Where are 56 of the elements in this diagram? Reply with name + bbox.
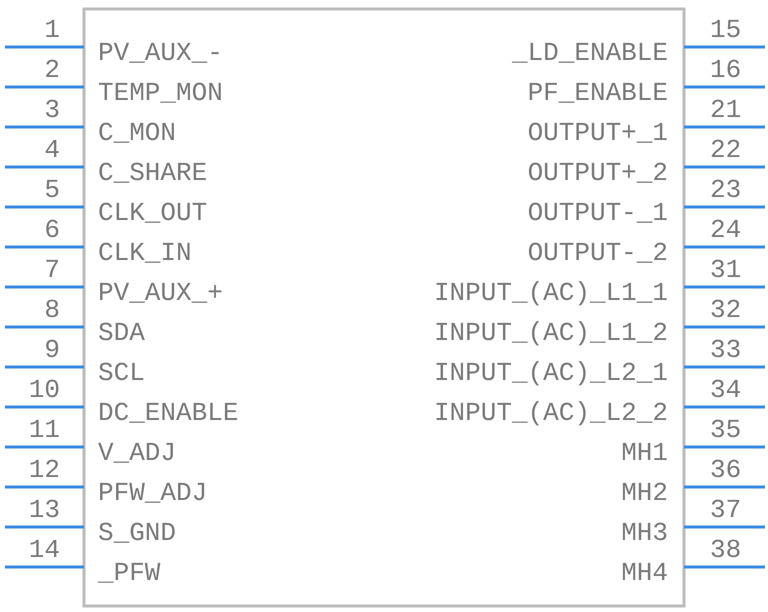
- pin-name: SDA: [98, 318, 145, 348]
- pin-number: 7: [44, 255, 60, 285]
- pin-number: 1: [44, 15, 60, 45]
- pin-name: DC_ENABLE: [98, 398, 238, 428]
- pin-number: 35: [710, 415, 742, 445]
- pin-name: OUTPUT-_1: [528, 198, 668, 228]
- pin-number: 4: [44, 135, 60, 165]
- pin-number: 31: [710, 255, 742, 285]
- pin-number: 14: [28, 535, 60, 565]
- pin-number: 5: [44, 175, 60, 205]
- pin-number: 13: [28, 495, 60, 525]
- pin-number: 9: [44, 335, 60, 365]
- pin-name: INPUT_(AC)_L1_2: [434, 318, 668, 348]
- pin-name: MH2: [621, 478, 668, 508]
- pin-number: 36: [710, 455, 742, 485]
- pin-number: 3: [44, 95, 60, 125]
- pin-name: SCL: [98, 358, 145, 388]
- pin-number: 8: [44, 295, 60, 325]
- pin-name: _PFW: [98, 558, 160, 588]
- pin-name: INPUT_(AC)_L2_2: [434, 398, 668, 428]
- pin-name: MH4: [621, 558, 668, 588]
- pin-number: 11: [28, 415, 60, 445]
- pin-number: 34: [710, 375, 742, 405]
- pin-number: 22: [710, 135, 742, 165]
- pin-name: PV_AUX_-: [98, 38, 223, 68]
- pin-name: MH1: [621, 438, 668, 468]
- pin-number: 2: [44, 55, 60, 85]
- pin-number: 15: [710, 15, 742, 45]
- pin-number: 10: [28, 375, 60, 405]
- pin-name: V_ADJ: [98, 438, 176, 468]
- pin-name: CLK_IN: [98, 238, 192, 268]
- pin-name: OUTPUT-_2: [528, 238, 668, 268]
- pin-name: PF_ENABLE: [528, 78, 668, 108]
- pin-number: 37: [710, 495, 742, 525]
- pin-number: 21: [710, 95, 742, 125]
- pin-name: INPUT_(AC)_L1_1: [434, 278, 668, 308]
- pin-name: PV_AUX_+: [98, 278, 223, 308]
- pin-name: PFW_ADJ: [98, 478, 208, 508]
- pin-number: 32: [710, 295, 742, 325]
- pin-number: 23: [710, 175, 742, 205]
- pin-number: 6: [44, 215, 60, 245]
- pin-number: 38: [710, 535, 742, 565]
- pin-name: S_GND: [98, 518, 176, 548]
- pin-number: 12: [28, 455, 60, 485]
- pin-number: 33: [710, 335, 742, 365]
- pin-name: OUTPUT+_2: [528, 158, 668, 188]
- pin-number: 24: [710, 215, 742, 245]
- pin-name: _LD_ENABLE: [512, 38, 668, 68]
- pin-number: 16: [710, 55, 742, 85]
- pin-name: MH3: [621, 518, 668, 548]
- pin-name: C_SHARE: [98, 158, 208, 188]
- pin-name: TEMP_MON: [98, 78, 223, 108]
- pin-name: CLK_OUT: [98, 198, 208, 228]
- pin-name: INPUT_(AC)_L2_1: [434, 358, 668, 388]
- pin-name: C_MON: [98, 118, 176, 148]
- pin-name: OUTPUT+_1: [528, 118, 668, 148]
